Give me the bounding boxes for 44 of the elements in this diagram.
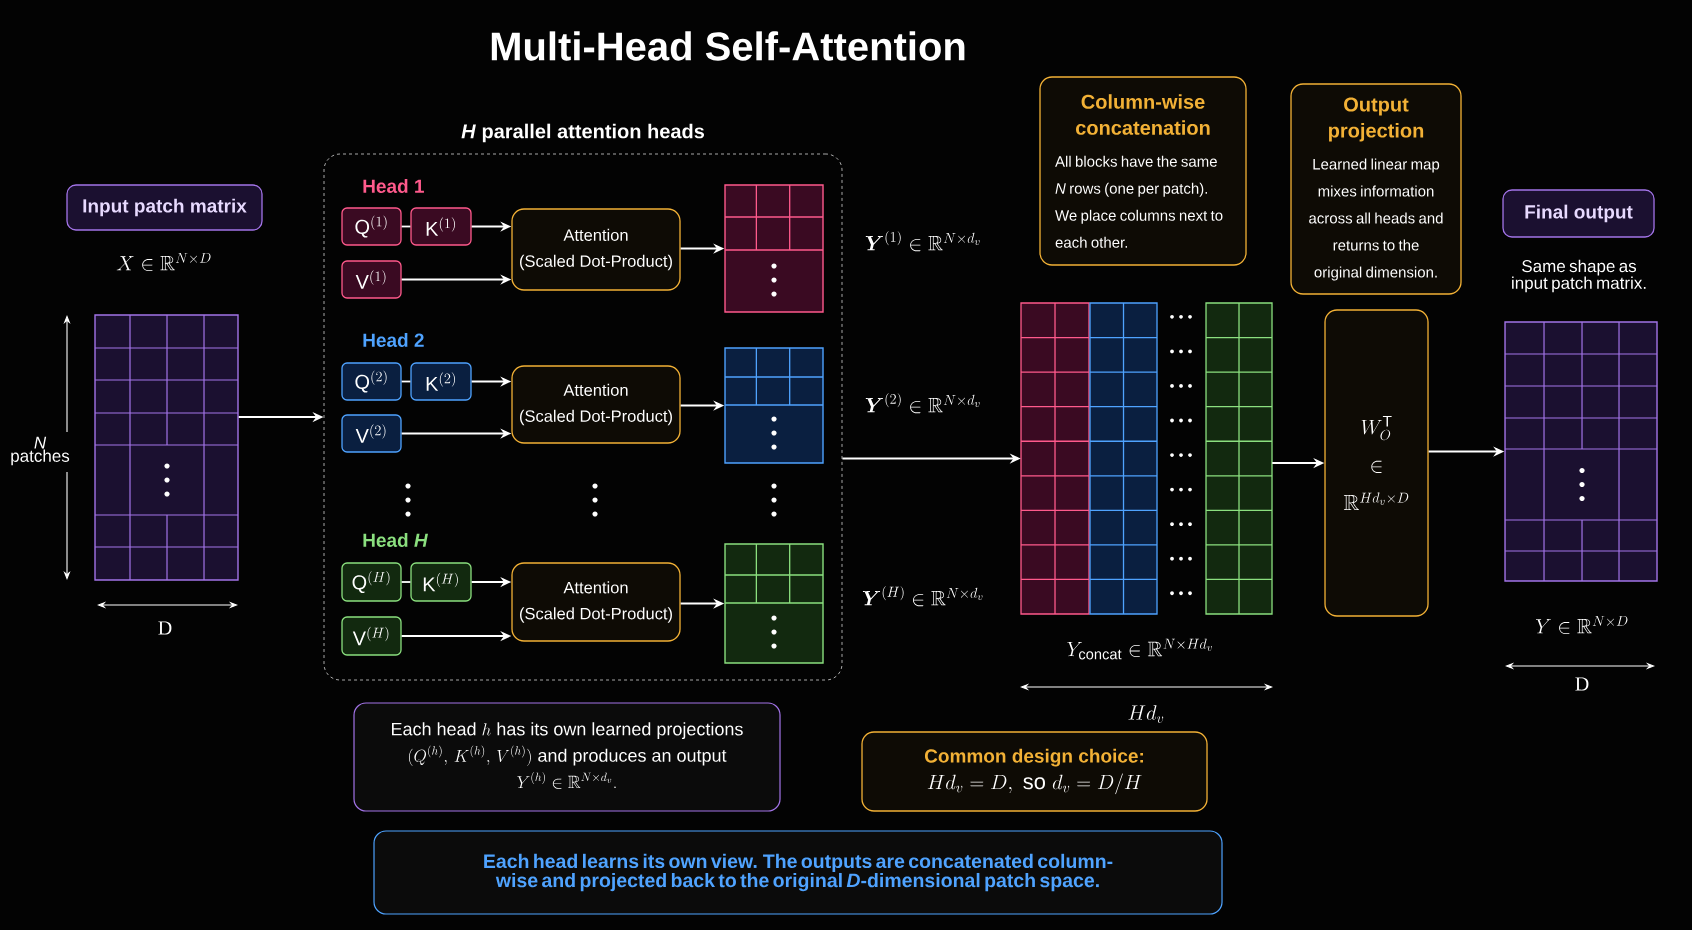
dimension-label: D [158,621,172,635]
label-tag: Final output [1502,189,1655,238]
projection-box: $\mathrm{K}^{(H)}$ [410,562,472,602]
connector-line [400,380,412,383]
note-box: Common design choice: $Hd_v = D,\ \mathrm{so}\ d_v = D/H$ [861,731,1208,812]
matrix-grid [724,184,824,313]
projection-box: $\mathrm{Q}^{(H)}$ [341,562,402,602]
attention-box: Attention (Scaled Dot-Product) [511,562,681,642]
projection-matrix-box: $W_O^{\mathrm{T}}$ $\in$ $\mathbb{R}^{Hd_v\times D}$ [1324,309,1429,617]
matrix-label: $\boldsymbol{Y}^{(1)} \in \mathbb{R}^{N\times d_v}$ [865,230,980,252]
matrix-label: $X \in \mathbb{R}^{N\times D}$ [116,252,211,272]
dimension-label: N patches [11,436,70,466]
head-label: Head 1 [363,179,424,193]
matrix-label: $\boldsymbol{Y}^{(H)} \in \mathbb{R}^{N\times d_v}$ [862,585,983,607]
attention-box: Attention (Scaled Dot-Product) [511,208,681,291]
concatenated-matrix-grid [1020,302,1273,615]
note-box: Output projection Learned linear map mixes information across all heads and returns to the original dimension. [1290,83,1462,295]
projection-box: $\mathrm{K}^{(1)}$ [410,207,472,246]
matrix-grid [94,314,239,581]
matrix-label: $Y_{\mathrm{concat}} \in \mathbb{R}^{N\times Hd_v}$ [1067,638,1212,660]
projection-box: $\mathrm{Q}^{(2)}$ [341,362,402,401]
note-box: Column-wise concatenation All blocks have the same N rows (one per patch). We place columns next to each other. [1039,76,1247,266]
summary-box: Each head learns its own view. The outputs are concatenated column-wise and projected back to the original D-dimensional patch space. [373,830,1223,915]
caption-text: Same shape as input patch matrix. [1512,259,1646,293]
title: Multi-Head Self-Attention [491,31,965,61]
projection-box: $\mathrm{K}^{(2)}$ [410,362,472,401]
matrix-grid [1504,321,1658,582]
node-label: H parallel attention heads [461,123,705,143]
head-label: Head H [363,533,428,547]
connector-line [400,225,412,228]
matrix-grid [724,347,824,464]
label-tag: Input patch matrix [66,184,263,231]
matrix-label: $Y \in \mathbb{R}^{N\times D}$ [1536,615,1628,635]
projection-box: $\mathrm{V}^{(H)}$ [341,616,402,656]
projection-box: $\mathrm{Q}^{(1)}$ [341,207,402,246]
projection-box: $\mathrm{V}^{(1)}$ [341,260,402,299]
attention-box: Attention (Scaled Dot-Product) [511,365,681,444]
matrix-label: $\boldsymbol{Y}^{(2)} \in \mathbb{R}^{N\times d_v}$ [865,392,980,414]
projection-box: $\mathrm{V}^{(2)}$ [341,414,402,453]
note-box: $\begin{gathered}\text{Each head } h \text{ has its own learned projections}\\ (Q^{(h)},\, K^{(h)},\, V^{(h)}) \text{ and produces an output}\\ Y^{(h)} \in \mathbb{R}^{N\times d_v}.\end{gathered}$ [353,702,781,812]
dimension-label: D [1575,677,1589,691]
connector-line [400,581,412,583]
head-label: Head 2 [363,333,424,347]
matrix-grid [724,543,824,664]
